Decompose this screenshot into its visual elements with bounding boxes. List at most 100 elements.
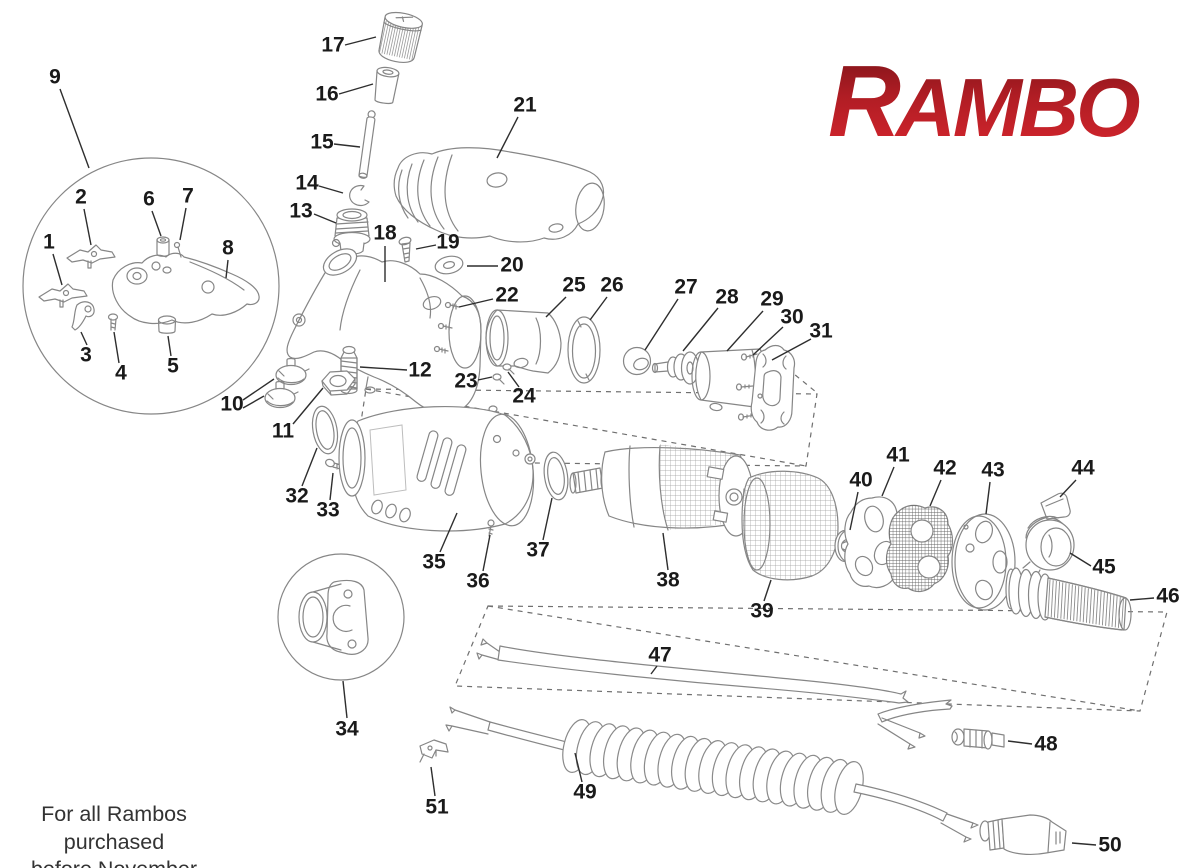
knob-knurl-line <box>401 25 410 58</box>
part-18-main-housing <box>286 248 482 414</box>
hose-rib <box>1057 581 1061 619</box>
part-label-2: 2 <box>75 186 87 209</box>
callout-leader-line <box>167 335 172 357</box>
callout-leader-line <box>545 296 567 318</box>
hose-rib <box>1066 583 1070 620</box>
part-label-23: 23 <box>454 370 477 393</box>
callout-leader-line <box>80 331 88 346</box>
part-3-tension-hook <box>71 301 95 331</box>
part-10-cam-followers <box>264 357 310 409</box>
part-label-45: 45 <box>1092 556 1116 579</box>
callout-leader-line <box>338 83 374 95</box>
part-label-14: 14 <box>295 172 319 195</box>
knob-knurl-line <box>389 22 397 56</box>
part-label-9: 9 <box>49 66 61 89</box>
callout-leader-line <box>682 307 719 352</box>
part-16-knob-sleeve <box>374 66 400 105</box>
part-35-motor-housing <box>338 405 535 532</box>
part-label-41: 41 <box>886 444 910 467</box>
callout-leader-line <box>83 208 92 246</box>
part-42-filter-disc <box>885 504 954 593</box>
part-label-22: 22 <box>495 284 518 307</box>
part-13-blade-socket <box>331 208 371 255</box>
hose-rib <box>1114 594 1118 628</box>
part-label-20: 20 <box>500 254 523 277</box>
hose-rib <box>1050 580 1054 618</box>
knob-knurl-line <box>384 21 392 55</box>
hose-rib <box>1053 580 1057 618</box>
hose-rib <box>1111 594 1115 627</box>
callout-leader-line <box>1069 552 1092 567</box>
hose-rib <box>1076 586 1080 622</box>
callout-leader-line <box>644 298 679 351</box>
part-32-seal-ring <box>311 405 339 455</box>
callout-leader-line <box>151 210 162 237</box>
callout-leader-line <box>318 185 344 194</box>
part-39-filter-drum <box>741 470 839 581</box>
part-21-rear-housing <box>393 147 605 243</box>
hose-rib <box>1098 591 1102 625</box>
part-47-straight-cable <box>476 638 953 750</box>
part-43-end-cap <box>951 513 1016 611</box>
part-label-6: 6 <box>143 188 155 211</box>
part-label-36: 36 <box>466 570 489 593</box>
knob-knurl-line <box>411 27 420 61</box>
part-4-screw <box>107 313 119 331</box>
note-line-2: before November 2022 <box>31 857 197 868</box>
callout-leader-line <box>542 497 553 541</box>
hose-rib <box>1105 592 1109 626</box>
callout-leader-line <box>225 259 229 279</box>
part-label-27: 27 <box>674 276 697 299</box>
callout-leader-line <box>477 376 493 381</box>
callout-leader-line <box>752 326 784 356</box>
part-49-coiled-cord <box>445 706 979 843</box>
part-label-24: 24 <box>512 385 536 408</box>
callout-leader-line <box>482 534 491 572</box>
part-label-37: 37 <box>526 539 549 562</box>
hose-rib <box>1095 590 1099 625</box>
knob-knurl-line <box>381 21 390 54</box>
part-label-25: 25 <box>562 274 586 297</box>
callout-leader-line <box>242 378 275 401</box>
callout-leader-line <box>929 479 942 507</box>
callout-leader-line <box>301 447 318 487</box>
part-label-39: 39 <box>750 600 773 623</box>
part-11-hex-nut <box>321 370 356 396</box>
part-label-17: 17 <box>321 34 344 57</box>
callout-leader-line <box>292 387 324 425</box>
part-label-34: 34 <box>335 718 359 741</box>
hose-rib <box>1073 585 1077 621</box>
callout-leader-line <box>52 253 63 286</box>
part-label-35: 35 <box>422 551 446 574</box>
part-label-43: 43 <box>981 459 1004 482</box>
part-label-40: 40 <box>849 469 872 492</box>
hose-rib <box>1085 588 1089 623</box>
part-7-pin <box>173 241 182 258</box>
part-label-16: 16 <box>315 83 338 106</box>
part-label-38: 38 <box>656 569 680 592</box>
part-label-46: 46 <box>1156 585 1179 608</box>
callout-leader-line <box>589 296 608 321</box>
callout-leader-line <box>359 366 408 371</box>
part-label-32: 32 <box>285 485 308 508</box>
hose-rib <box>1079 586 1083 622</box>
part-label-26: 26 <box>600 274 623 297</box>
part-label-11: 11 <box>272 420 295 443</box>
callout-leader-line <box>1129 597 1155 601</box>
part-25-clutch-cover <box>485 309 562 374</box>
part-label-31: 31 <box>809 320 833 343</box>
part-label-47: 47 <box>648 644 671 667</box>
knob-knurl-line <box>386 22 395 55</box>
part-14-c-clip <box>349 184 370 207</box>
part-label-10: 10 <box>220 393 243 416</box>
part-48-cable-connector <box>951 728 1005 750</box>
callout-leader-line <box>650 665 658 675</box>
callout-leader-line <box>415 244 437 250</box>
hose-rib <box>1101 591 1105 626</box>
part-37-o-ring <box>524 451 569 501</box>
callout-leader-line <box>574 752 583 783</box>
knob-knurl-line <box>403 25 412 59</box>
hose-rib <box>1089 589 1093 624</box>
callout-leader-line <box>881 466 895 497</box>
